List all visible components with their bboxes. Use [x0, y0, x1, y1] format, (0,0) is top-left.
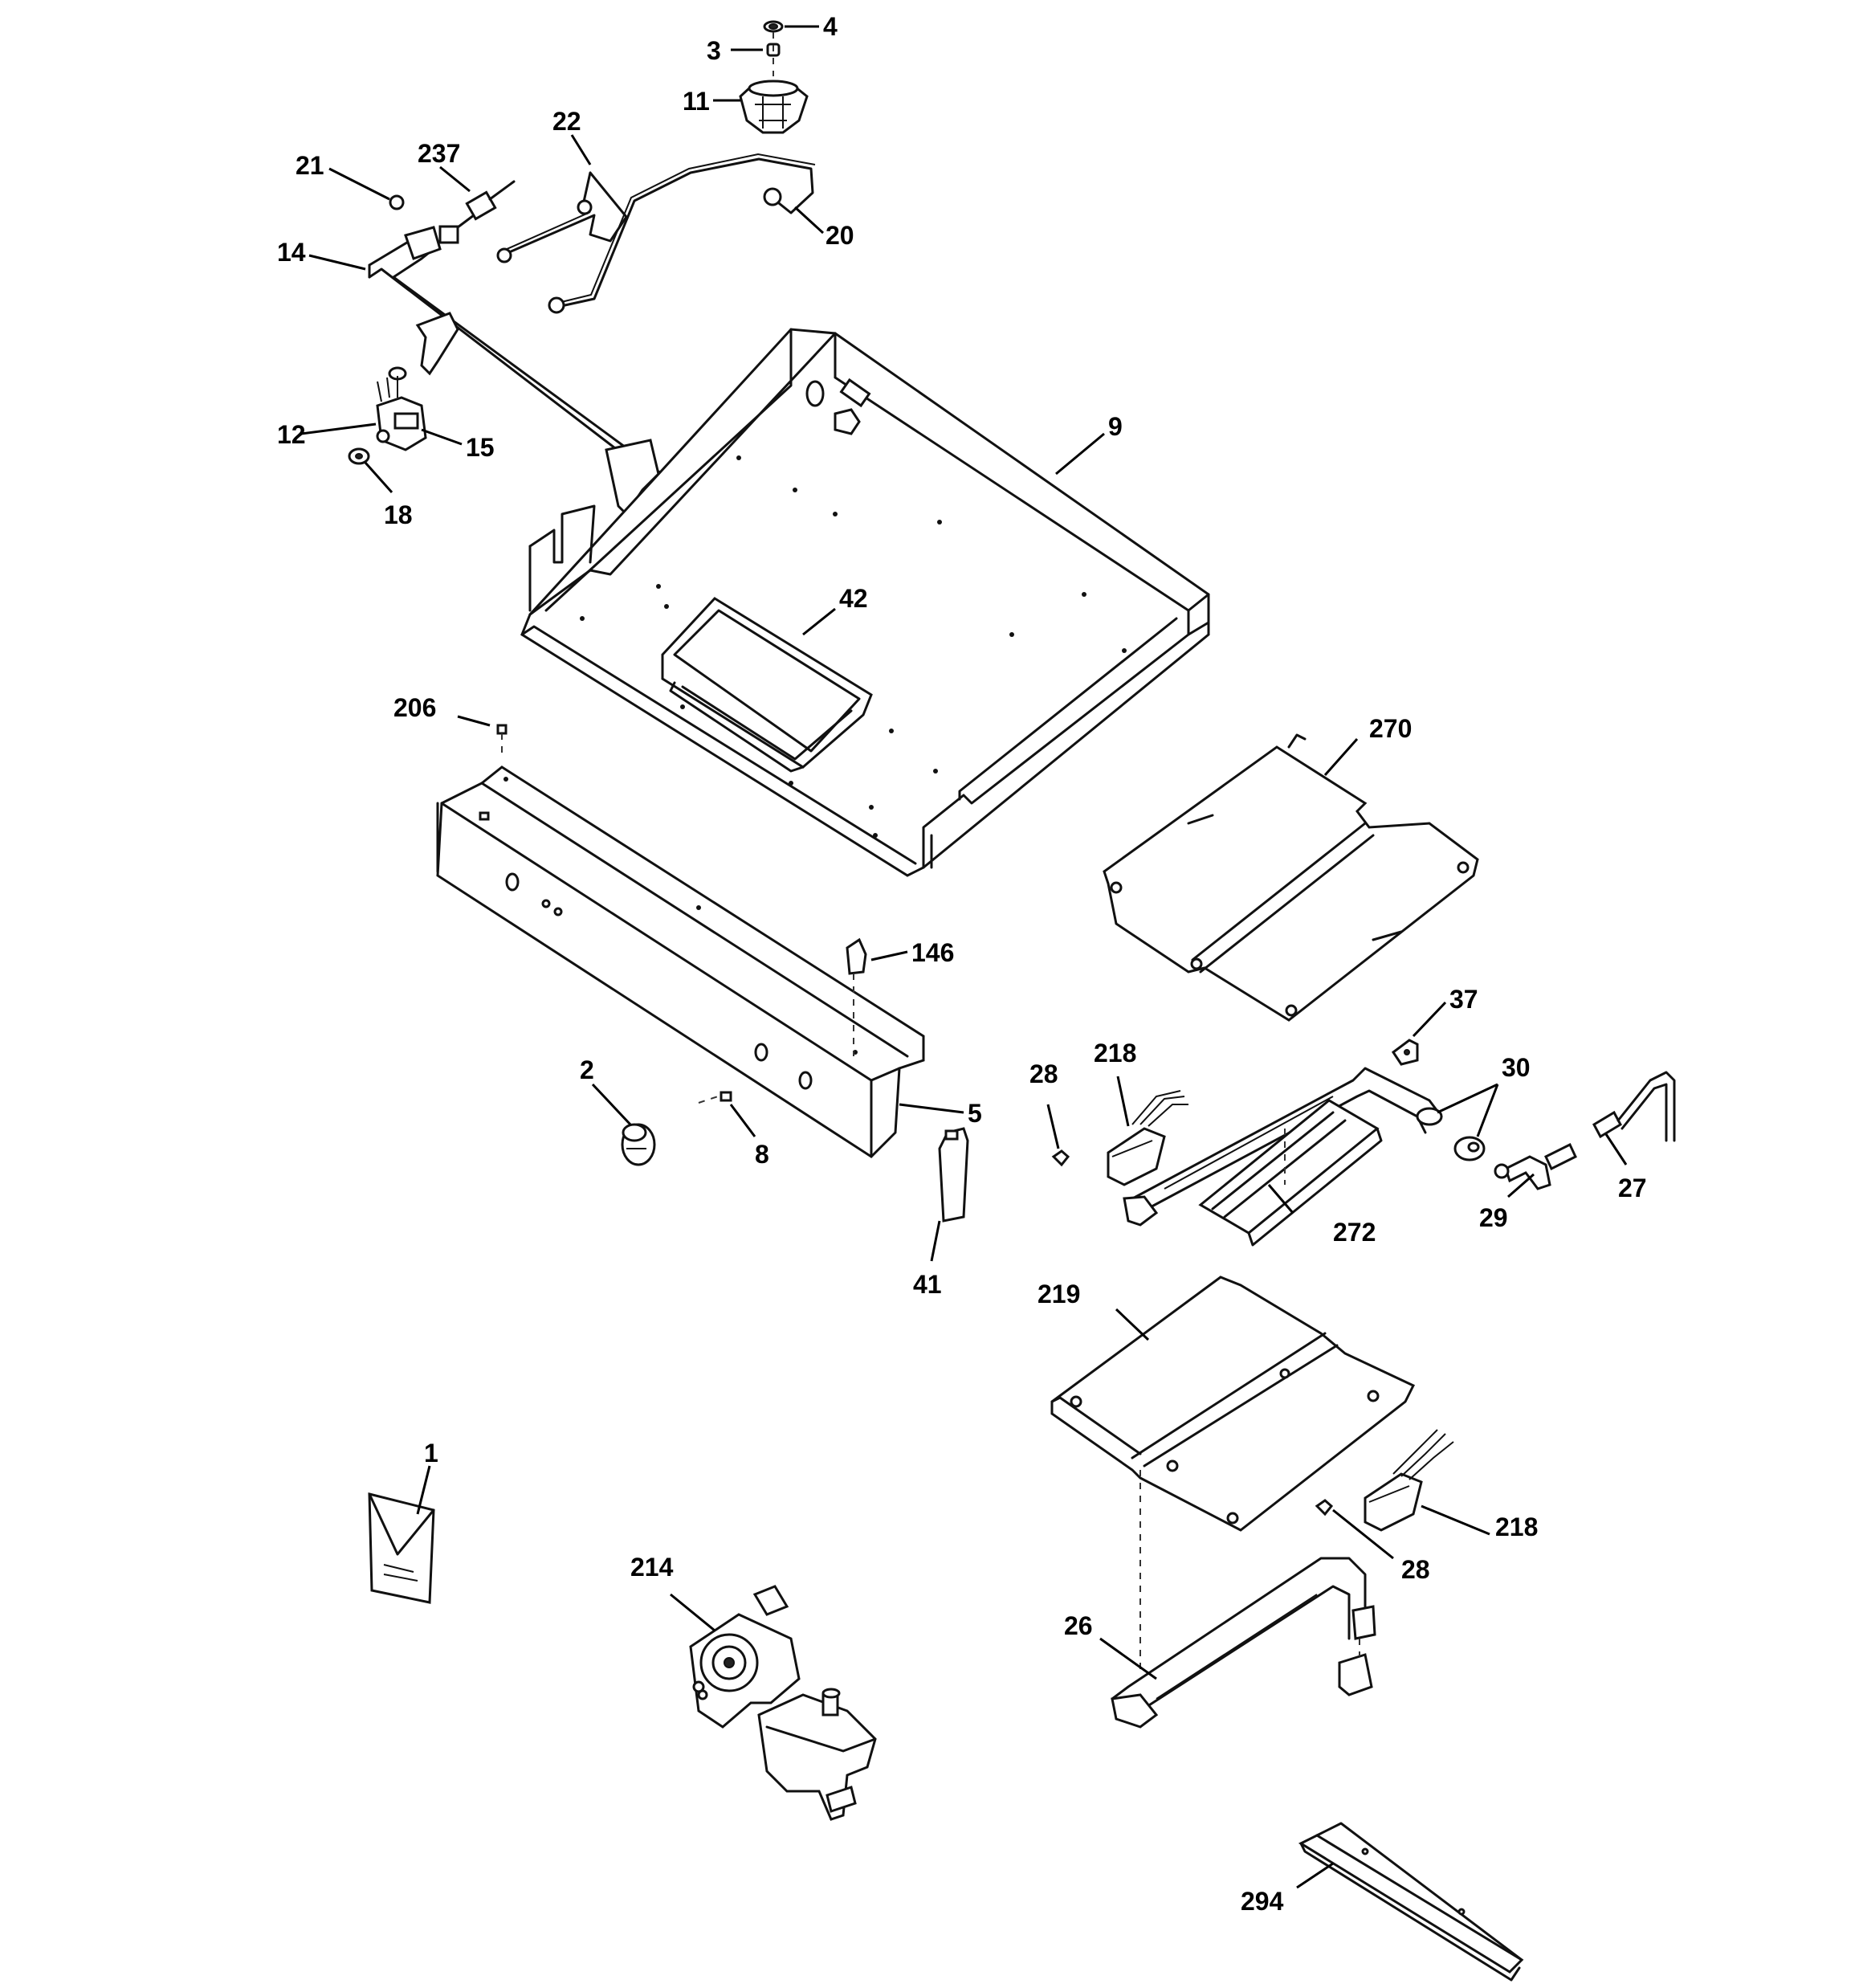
callout-5: 5 [968, 1099, 982, 1128]
callout-9: 9 [1108, 412, 1123, 441]
callout-labels: 4 3 11 22 237 21 20 14 9 12 15 18 42 206… [277, 12, 1647, 1916]
callout-21: 21 [296, 151, 324, 180]
callout-41: 41 [913, 1270, 942, 1299]
callout-2: 2 [580, 1055, 594, 1084]
nut-18 [348, 447, 370, 465]
callout-14: 14 [277, 238, 306, 267]
ignitor-218-lower [1364, 1429, 1454, 1532]
valve-bracket-12-15 [376, 376, 427, 451]
callout-206: 206 [393, 693, 436, 722]
callout-237: 237 [418, 139, 460, 168]
callout-26: 26 [1064, 1611, 1093, 1640]
screw-206 [496, 724, 508, 759]
clip-146 [846, 937, 867, 1056]
literature-envelope-1 [368, 1492, 435, 1604]
callout-20: 20 [826, 221, 854, 250]
callout-294: 294 [1241, 1887, 1284, 1916]
callout-28b: 28 [1401, 1555, 1430, 1584]
burner-tube-upper [1123, 1067, 1443, 1227]
callout-1: 1 [424, 1439, 438, 1468]
burner-spreader-272 [1198, 1099, 1383, 1247]
control-panel-5 [436, 765, 925, 1158]
manifold-pipe-14 [368, 180, 708, 516]
screw-8 [698, 1091, 732, 1104]
end-cap-41 [938, 1127, 969, 1223]
callout-30: 30 [1502, 1053, 1531, 1082]
knob-2 [621, 1123, 656, 1166]
callout-28a: 28 [1029, 1059, 1058, 1088]
callout-22: 22 [552, 107, 581, 136]
burner-box-holes [580, 455, 1127, 838]
callout-270: 270 [1369, 714, 1412, 743]
burner-tube-26 [1111, 1470, 1376, 1729]
callout-42: 42 [839, 584, 868, 613]
callout-214: 214 [630, 1553, 674, 1582]
callout-8: 8 [755, 1140, 769, 1169]
callout-12: 12 [277, 420, 306, 449]
orifice-30 [1453, 1136, 1486, 1161]
callout-4: 4 [823, 12, 838, 41]
gas-tube-20 [548, 153, 816, 314]
burner-head-assembly [739, 20, 809, 134]
leader-lines [300, 25, 1628, 1889]
heat-shield-270 [1103, 733, 1479, 1022]
callout-18: 18 [384, 500, 413, 529]
callout-218a: 218 [1094, 1039, 1136, 1067]
callout-15: 15 [466, 433, 495, 462]
gas-line-27 [1592, 1071, 1676, 1142]
callout-272: 272 [1333, 1218, 1376, 1247]
clip-28-upper [1051, 1149, 1070, 1167]
callout-219: 219 [1037, 1280, 1080, 1308]
ignitor-218-upper [1107, 1090, 1188, 1186]
heat-shield-219 [1050, 1276, 1416, 1532]
callout-11: 11 [683, 87, 710, 116]
callout-218b: 218 [1495, 1512, 1538, 1541]
clip-28-lower [1315, 1499, 1334, 1517]
callout-3: 3 [707, 36, 721, 65]
elbow-29 [1494, 1142, 1577, 1190]
trim-bracket-294 [1298, 1822, 1524, 1982]
gas-tube-22 [496, 171, 628, 263]
callout-27: 27 [1618, 1174, 1647, 1202]
gas-valve-214 [689, 1585, 877, 1821]
access-panel-42 [661, 597, 873, 773]
callout-29: 29 [1479, 1203, 1508, 1232]
callout-37: 37 [1449, 985, 1478, 1014]
callout-146: 146 [911, 938, 954, 967]
bracket-37 [1391, 1039, 1419, 1066]
burner-box-9 [520, 328, 1210, 877]
